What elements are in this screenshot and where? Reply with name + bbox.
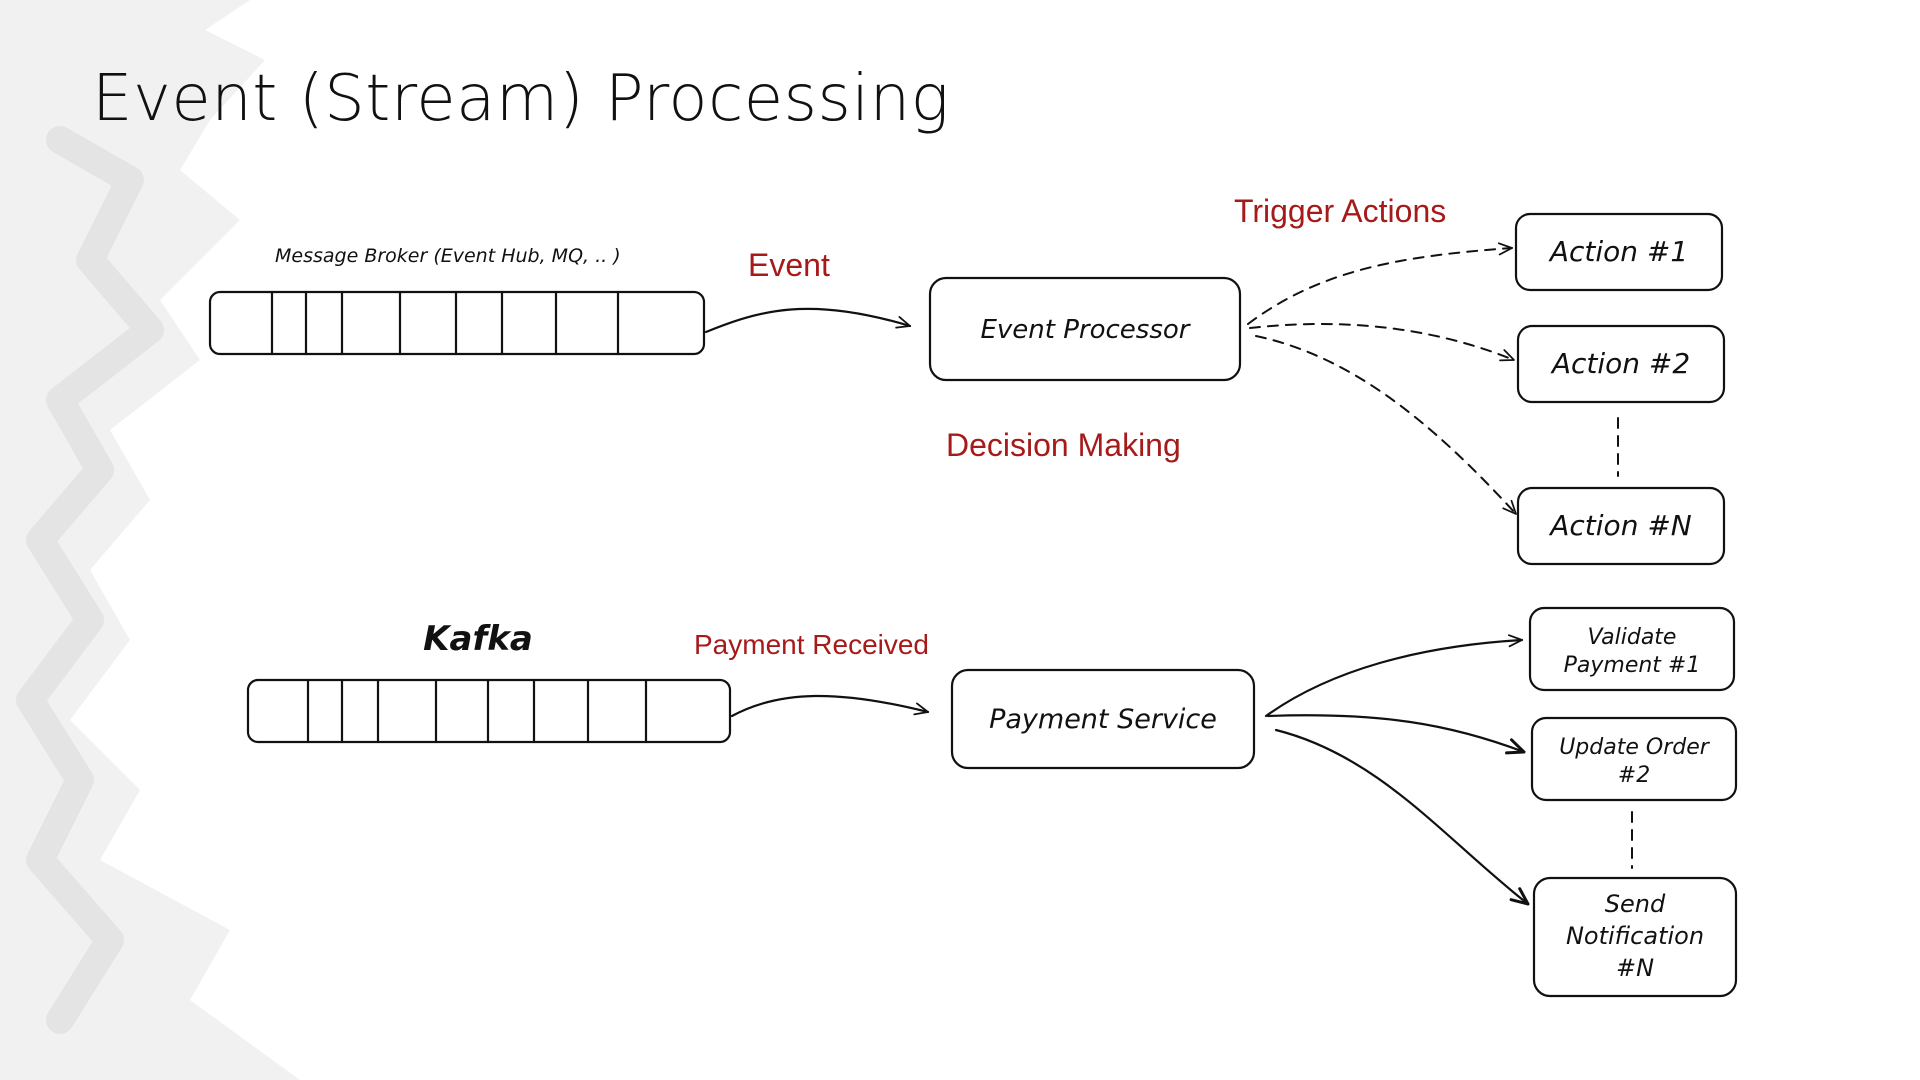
send-notification-box: Send Notification #N xyxy=(1532,876,1738,998)
event-processor-box: Event Processor xyxy=(928,276,1242,382)
send-notification-label-line2: Notification xyxy=(1566,922,1704,950)
event-processor-label: Event Processor xyxy=(980,315,1191,345)
update-order-label-line1: Update Order xyxy=(1559,735,1711,760)
event-label: Event xyxy=(748,247,830,283)
trigger-arrow-2 xyxy=(1249,323,1515,362)
message-broker-label: Message Broker (Event Hub, MQ, .. ) xyxy=(275,245,621,267)
action-box-n: Action #N xyxy=(1516,486,1726,566)
payment-service-box: Payment Service xyxy=(950,668,1256,770)
send-notification-label-line3: #N xyxy=(1616,954,1654,982)
event-arrow xyxy=(704,307,912,334)
validate-payment-box: Validate Payment #1 xyxy=(1528,606,1736,692)
trigger-arrow-n xyxy=(1255,335,1517,515)
trigger-actions-label: Trigger Actions xyxy=(1234,193,1446,229)
decision-making-label: Decision Making xyxy=(946,427,1181,463)
page-title: Event (Stream) Processing xyxy=(92,62,950,136)
kafka-queue xyxy=(246,678,732,744)
service-arrow-notify xyxy=(1274,728,1530,906)
validate-payment-label-line2: Payment #1 xyxy=(1564,653,1701,678)
service-arrow-validate xyxy=(1264,634,1524,718)
update-order-box: Update Order #2 xyxy=(1530,716,1738,802)
payment-received-arrow xyxy=(730,694,930,718)
action-box-2: Action #2 xyxy=(1516,324,1726,404)
update-order-label-line2: #2 xyxy=(1618,763,1650,788)
validate-payment-label-line1: Validate xyxy=(1588,625,1677,650)
action-label-1: Action #1 xyxy=(1548,235,1688,268)
background-brush-decoration xyxy=(0,0,300,1080)
service-arrow-update xyxy=(1266,714,1526,755)
kafka-label: Kafka xyxy=(423,619,533,659)
action-box-1: Action #1 xyxy=(1514,212,1724,292)
payment-received-label: Payment Received xyxy=(694,629,929,660)
action-label-n: Action #N xyxy=(1548,509,1692,542)
message-broker-queue xyxy=(208,290,706,356)
action-label-2: Action #2 xyxy=(1550,347,1690,380)
send-notification-label-line1: Send xyxy=(1605,890,1666,918)
payment-service-label: Payment Service xyxy=(989,704,1217,735)
trigger-arrow-1 xyxy=(1247,242,1513,325)
